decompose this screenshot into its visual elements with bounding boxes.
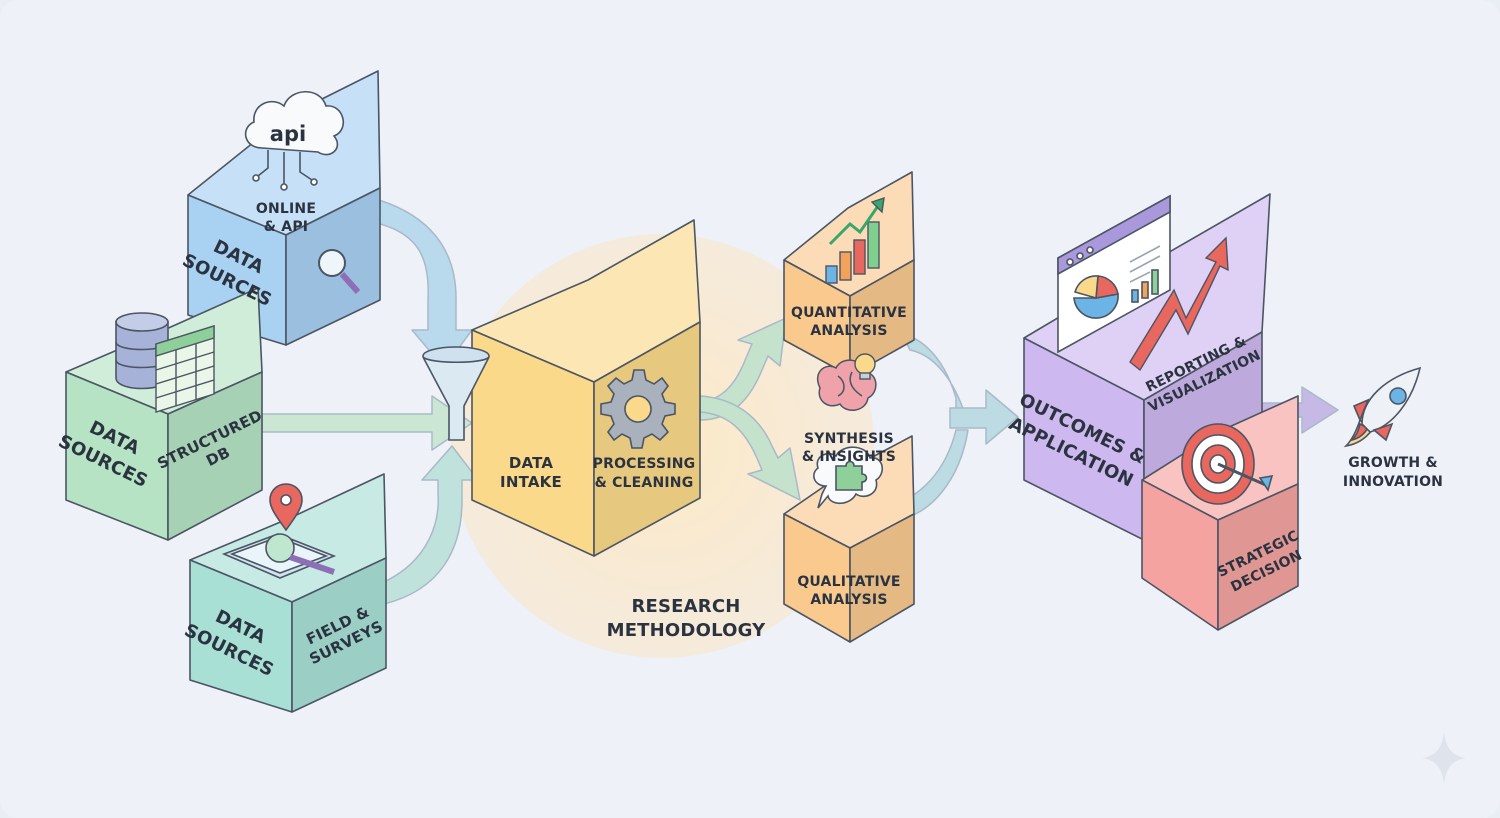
magnifier-icon: [318, 249, 361, 294]
cube-quantitative-side: [849, 259, 915, 377]
svg-text:api: api: [270, 122, 306, 146]
cube-field-source-side: [291, 557, 387, 713]
synthesis-insights-label: SYNTHESIS& INSIGHTS: [802, 431, 896, 465]
online-source-side-label: ONLINE& API: [256, 201, 316, 235]
arrow-to-qualitative: [699, 395, 801, 501]
speech-bubble-icon: [813, 446, 883, 509]
bar-chart-icon: [825, 196, 885, 284]
cube-structured-source-side: [167, 371, 263, 541]
puzzle-icon: [835, 460, 868, 491]
spreadsheet-icon: [155, 325, 215, 413]
pie-chart-icon: [1073, 293, 1119, 319]
processing-cleaning-label: PROCESSING& CLEANING: [593, 456, 696, 491]
arrows: [261, 197, 1339, 605]
funnel-icon: [422, 346, 490, 441]
rocket-icon: [1343, 366, 1422, 448]
cube-field-source: [189, 473, 387, 713]
cube-qualitative-side: [849, 513, 915, 643]
cloud-api-icon: api: [244, 91, 345, 191]
tablet-map-icon: [221, 533, 337, 579]
growth-innovation-label: GROWTH &INNOVATION: [1343, 455, 1443, 490]
map-pin-icon: [269, 483, 303, 532]
arrow-online-to-intake: [371, 197, 473, 369]
gear-icon: [600, 369, 676, 449]
lightbulb-icon: [854, 353, 876, 380]
arrow-to-outcomes: [949, 389, 1019, 445]
dashboard-window-icon: [1057, 194, 1171, 354]
target-icon: [1181, 423, 1274, 505]
database-icon: [115, 312, 169, 390]
trend-arrow-icon: [1129, 236, 1229, 372]
cube-strategic-side: [1217, 483, 1299, 631]
sparkle-icon: [1422, 732, 1466, 784]
arrow-field-to-intake: [383, 445, 479, 605]
